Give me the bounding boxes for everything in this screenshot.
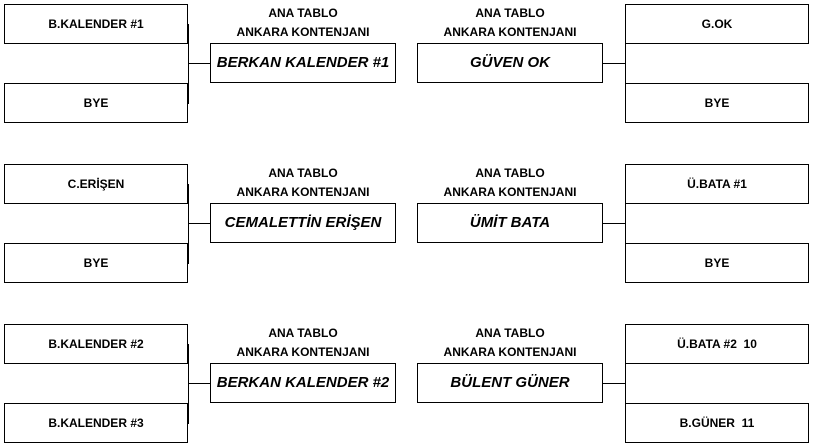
bracket-connector-left-out (188, 383, 210, 384)
entry-top-left: C.ERİŞEN (4, 164, 188, 204)
stage-title: ANA TABLO (475, 6, 545, 20)
entry-bottom-right: B.GÜNER 11 (625, 403, 809, 443)
bracket-connector-left-out (188, 223, 210, 224)
stage-subtitle: ANKARA KONTENJANI (443, 25, 577, 39)
winner-box-right: ÜMİT BATA (417, 203, 603, 243)
bracket-connector-left (188, 184, 189, 264)
stage-subtitle: ANKARA KONTENJANI (443, 185, 577, 199)
stage-subtitle: ANKARA KONTENJANI (236, 25, 370, 39)
entry-top-left: B.KALENDER #1 (4, 4, 188, 44)
winner-box-right: GÜVEN OK (417, 43, 603, 83)
stage-label-right: ANA TABLO ANKARA KONTENJANI (417, 324, 603, 362)
entry-bottom-right: BYE (625, 243, 809, 283)
entry-top-right: Ü.BATA #2 10 (625, 324, 809, 364)
bracket-connector-right (625, 344, 626, 424)
winner-box-left: CEMALETTİN ERİŞEN (210, 203, 396, 243)
bracket-connector-left (188, 344, 189, 424)
stage-title: ANA TABLO (475, 166, 545, 180)
stage-title: ANA TABLO (268, 6, 338, 20)
stage-subtitle: ANKARA KONTENJANI (236, 345, 370, 359)
stage-label-right: ANA TABLO ANKARA KONTENJANI (417, 4, 603, 42)
stage-subtitle: ANKARA KONTENJANI (236, 185, 370, 199)
bracket-connector-right-out (603, 383, 625, 384)
bracket-connector-right-out (603, 63, 625, 64)
winner-box-right: BÜLENT GÜNER (417, 363, 603, 403)
entry-bottom-right: BYE (625, 83, 809, 123)
bracket-connector-left (188, 24, 189, 104)
entry-top-left: B.KALENDER #2 (4, 324, 188, 364)
winner-box-left: BERKAN KALENDER #2 (210, 363, 396, 403)
entry-top-right: Ü.BATA #1 (625, 164, 809, 204)
stage-title: ANA TABLO (475, 326, 545, 340)
stage-label-left: ANA TABLO ANKARA KONTENJANI (210, 4, 396, 42)
winner-box-left: BERKAN KALENDER #1 (210, 43, 396, 83)
stage-label-left: ANA TABLO ANKARA KONTENJANI (210, 324, 396, 362)
stage-label-right: ANA TABLO ANKARA KONTENJANI (417, 164, 603, 202)
entry-bottom-left: B.KALENDER #3 (4, 403, 188, 443)
entry-top-right: G.OK (625, 4, 809, 44)
stage-title: ANA TABLO (268, 326, 338, 340)
bracket-connector-right-out (603, 223, 625, 224)
entry-bottom-left: BYE (4, 243, 188, 283)
entry-bottom-left: BYE (4, 83, 188, 123)
stage-title: ANA TABLO (268, 166, 338, 180)
bracket-connector-left-out (188, 63, 210, 64)
bracket-connector-right (625, 184, 626, 264)
bracket-connector-right (625, 24, 626, 104)
stage-subtitle: ANKARA KONTENJANI (443, 345, 577, 359)
stage-label-left: ANA TABLO ANKARA KONTENJANI (210, 164, 396, 202)
